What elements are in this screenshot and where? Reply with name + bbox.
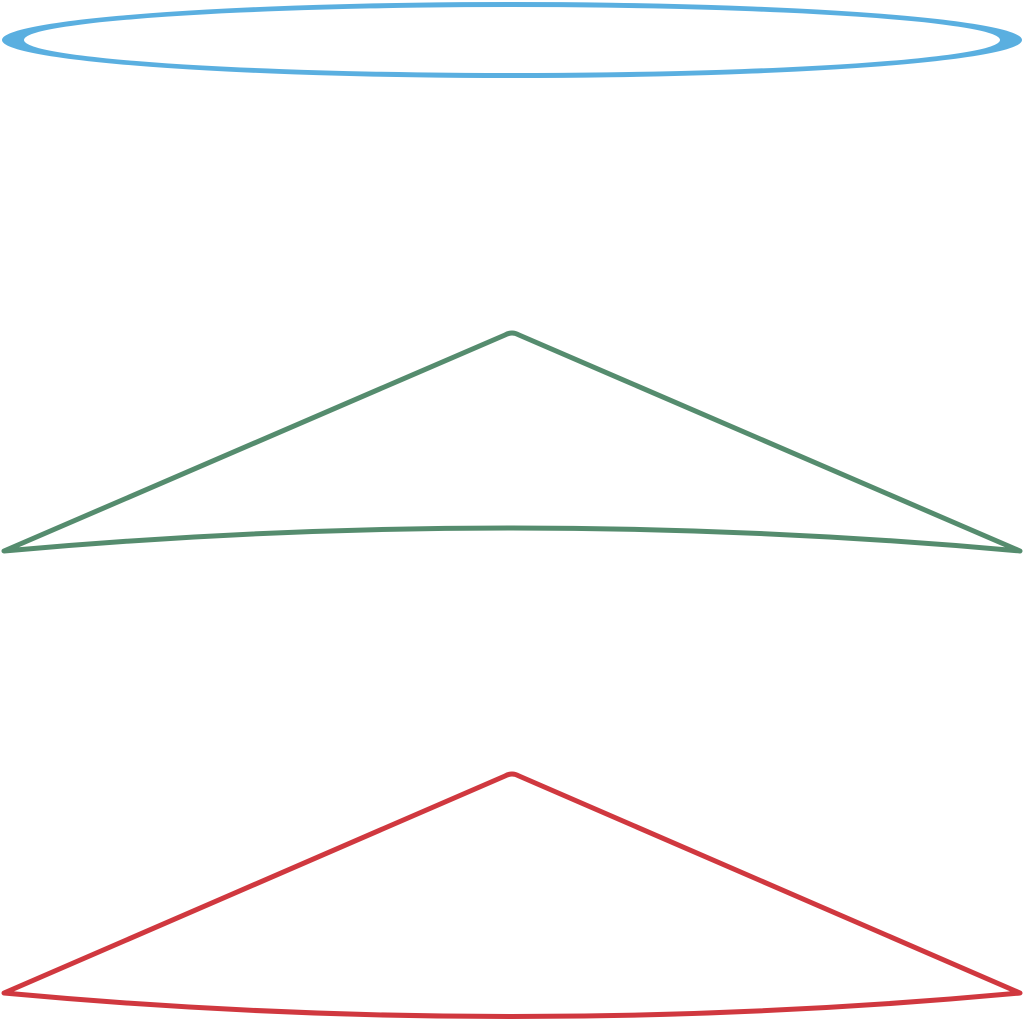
red-cone-outline	[1, 771, 1023, 1019]
green-cone-outline	[1, 330, 1023, 554]
blue-ellipse-ring	[2, 2, 1022, 78]
